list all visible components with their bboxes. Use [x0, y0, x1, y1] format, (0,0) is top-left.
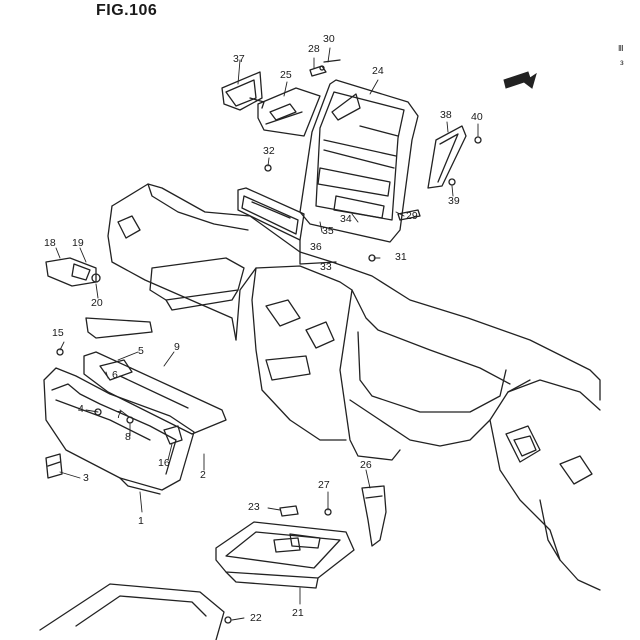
part-label-31: 31 — [395, 251, 407, 263]
trim-part-29 — [397, 209, 421, 221]
left-bracket-parts-18-20 — [45, 257, 101, 287]
part-label-18: 18 — [44, 237, 56, 249]
leader-line-33 — [299, 239, 337, 265]
stay-part-16 — [163, 425, 183, 445]
part-label-20: 20 — [91, 297, 103, 309]
side-trim-part-38 — [427, 125, 467, 189]
screw-part-30 — [323, 59, 341, 63]
part-label-9: 9 — [174, 341, 180, 353]
glove-box-part-1 — [43, 367, 195, 495]
corner-mark-top: Ⅲ — [618, 44, 624, 53]
part-label-29: 29 — [406, 210, 418, 222]
part-label-34: 34 — [340, 213, 352, 225]
ashtray-part-21 — [215, 521, 355, 589]
part-label-30: 30 — [323, 33, 335, 45]
part-label-4: 4 — [78, 403, 84, 415]
screw-30 — [319, 65, 325, 71]
screw-4 — [94, 408, 102, 416]
part-label-26: 26 — [360, 459, 372, 471]
screw-39 — [448, 178, 456, 186]
part-label-16: 16 — [158, 457, 170, 469]
screw-8 — [126, 416, 134, 424]
part-label-37: 37 — [233, 53, 245, 65]
audio-plate-part-36 — [237, 187, 305, 241]
part-label-3: 3 — [83, 472, 89, 484]
part-label-39: 39 — [448, 195, 460, 207]
part-label-1: 1 — [138, 515, 144, 527]
part-label-24: 24 — [372, 65, 384, 77]
leader-lines — [55, 47, 479, 621]
lower-tray — [39, 583, 225, 640]
dashboard-panel — [107, 183, 601, 591]
part-label-28: 28 — [308, 43, 320, 55]
screw-22 — [224, 616, 232, 624]
screw-40 — [474, 136, 482, 144]
bulb-part-23 — [279, 505, 299, 517]
figure-title: FIG.106 — [96, 2, 158, 19]
part-label-8: 8 — [125, 431, 131, 443]
part-label-7: 7 — [116, 409, 122, 421]
part-label-36: 36 — [310, 241, 322, 253]
part-label-38: 38 — [440, 109, 452, 121]
part-label-35: 35 — [322, 225, 334, 237]
part-label-33: 33 — [320, 261, 332, 273]
bracket-part-26 — [361, 485, 387, 547]
switch-panel-part-25 — [257, 87, 321, 137]
part-label-22: 22 — [250, 612, 262, 624]
part-label-19: 19 — [72, 237, 84, 249]
part-label-21: 21 — [292, 607, 304, 619]
glove-box-lid-part-2 — [83, 351, 227, 435]
part-label-32: 32 — [263, 145, 275, 157]
part-label-2: 2 — [200, 469, 206, 481]
clip-part-28 — [309, 65, 327, 77]
part-label-5: 5 — [138, 345, 144, 357]
center-bezel-part-24 — [299, 79, 419, 243]
part-label-23: 23 — [248, 501, 260, 513]
part-label-40: 40 — [471, 111, 483, 123]
part-label-15: 15 — [52, 327, 64, 339]
part-label-25: 25 — [280, 69, 292, 81]
part-label-6: 6 — [112, 369, 118, 381]
corner-mark-bottom: з — [620, 58, 624, 67]
front-arrow-indicator — [503, 71, 537, 89]
lower-cover-panel — [85, 317, 153, 339]
latch-part-3 — [45, 453, 63, 479]
part-label-27: 27 — [318, 479, 330, 491]
